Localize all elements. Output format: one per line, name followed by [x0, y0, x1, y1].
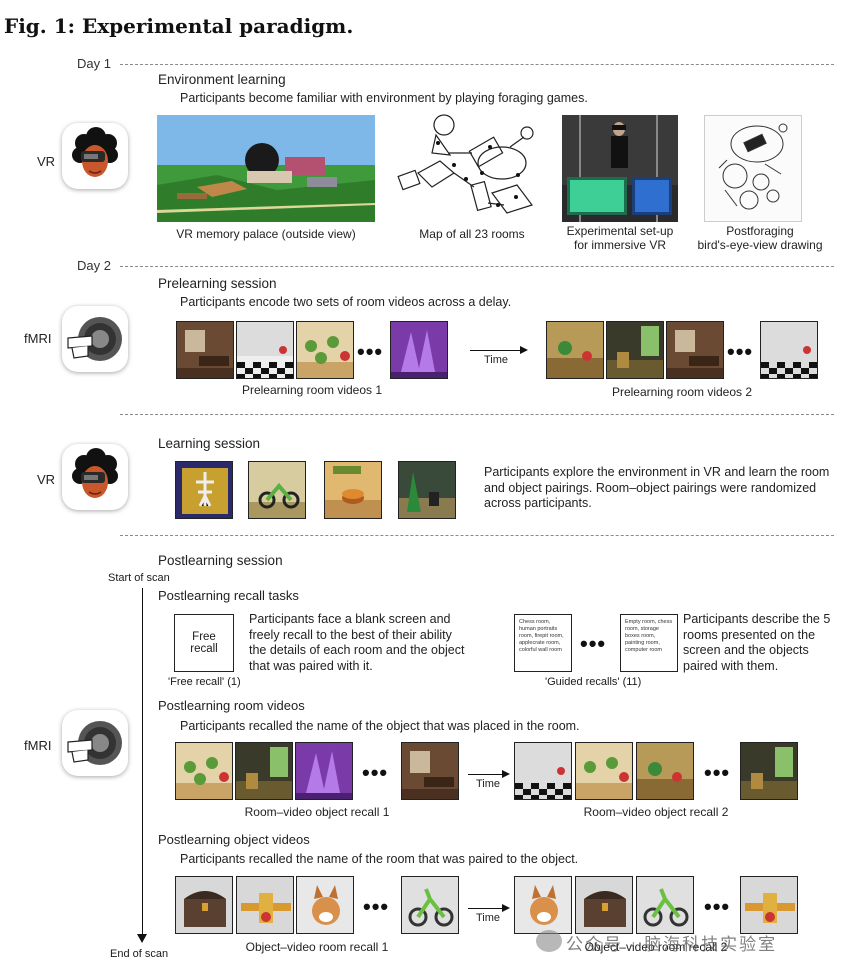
- object-thumbnail: [175, 876, 233, 934]
- prelearning-subtitle: Participants encode two sets of room vid…: [180, 295, 512, 309]
- drawing-caption-line1: Postforaging: [726, 224, 794, 238]
- vr-palace-caption: VR memory palace (outside view): [176, 227, 356, 241]
- learning-thumbnail: [398, 461, 456, 519]
- room-recall-caption-1: Room–video object recall 1: [244, 805, 390, 819]
- time-arrow: [468, 769, 510, 778]
- recall-tasks-title: Postlearning recall tasks: [158, 588, 299, 603]
- day1-side-label: VR: [37, 154, 56, 169]
- prelearning-caption-1: Prelearning room videos 1: [241, 383, 383, 397]
- day1-subtitle: Participants become familiar with enviro…: [180, 91, 588, 105]
- postlearning-divider: [120, 535, 834, 536]
- learning-thumbnail: [324, 461, 382, 519]
- ellipsis: •••: [727, 339, 754, 364]
- room-thumbnail: [514, 742, 572, 800]
- object-thumbnail: [296, 876, 354, 934]
- room-thumbnail: [235, 742, 293, 800]
- room-videos-subtitle: Participants recalled the name of the ob…: [180, 719, 580, 733]
- object-thumbnail: [636, 876, 694, 934]
- wechat-icon: [536, 930, 562, 952]
- drawing-caption-line2: bird's-eye-view drawing: [697, 238, 823, 252]
- fmri-scanner-icon: [62, 306, 128, 372]
- vr-headset-icon: [62, 123, 128, 189]
- room-thumbnail: [176, 321, 234, 379]
- room-thumbnail: [401, 742, 459, 800]
- figure-title: Fig. 1: Experimental paradigm.: [4, 14, 354, 38]
- guided-recall-sheet-1: Chess room, human portraits room, firepi…: [514, 614, 572, 672]
- ellipsis: •••: [580, 631, 607, 656]
- experimental-setup-photo: [562, 115, 678, 222]
- map-caption: Map of all 23 rooms: [419, 227, 525, 241]
- watermark-text: 公众号 · 脑海科技实验室: [566, 935, 778, 954]
- setup-caption-line1: Experimental set-up: [566, 224, 674, 238]
- ellipsis: •••: [363, 894, 390, 919]
- room-thumbnail: [606, 321, 664, 379]
- room-thumbnail: [666, 321, 724, 379]
- room-thumbnail: [760, 321, 818, 379]
- ellipsis: •••: [362, 760, 389, 785]
- room-thumbnail: [575, 742, 633, 800]
- learning-thumbnail: [248, 461, 306, 519]
- time-arrow: [468, 903, 510, 912]
- room-thumbnail: [175, 742, 233, 800]
- scan-timeline-arrowhead: [137, 934, 147, 943]
- room-thumbnail: [296, 321, 354, 379]
- time-label: Time: [476, 912, 501, 924]
- ellipsis: •••: [704, 894, 731, 919]
- object-recall-caption-2: Object–video room recall 2: [584, 940, 728, 954]
- time-label: Time: [484, 354, 509, 366]
- object-thumbnail: [514, 876, 572, 934]
- vr-memory-palace-image: [157, 115, 375, 222]
- day1-label: Day 1: [77, 56, 111, 71]
- learning-divider: [120, 414, 834, 415]
- end-of-scan-label: End of scan: [110, 948, 169, 960]
- room-thumbnail: [636, 742, 694, 800]
- day2-label: Day 2: [77, 258, 111, 273]
- room-map-diagram: [392, 113, 542, 223]
- room-thumbnail: [236, 321, 294, 379]
- learning-section-title: Learning session: [158, 436, 261, 451]
- postlearning-side-label: fMRI: [24, 738, 52, 753]
- guided-recall-description: Participants describe the 5 rooms presen…: [683, 612, 831, 673]
- ellipsis: •••: [704, 760, 731, 785]
- day1-section-title: Environment learning: [158, 72, 286, 87]
- start-of-scan-label: Start of scan: [108, 572, 170, 584]
- learning-description: Participants explore the environment in …: [484, 465, 830, 510]
- object-thumbnail: [575, 876, 633, 934]
- day2-divider: [120, 266, 834, 267]
- guided-recall-sheet-2: Empty room, chess room, storage boxes ro…: [620, 614, 678, 672]
- prelearning-section-title: Prelearning session: [158, 276, 277, 291]
- free-recall-box-line2: recall: [190, 643, 218, 655]
- object-videos-subtitle: Participants recalled the name of the ro…: [180, 852, 579, 866]
- postlearning-section-title: Postlearning session: [158, 553, 283, 568]
- free-recall-caption: 'Free recall' (1): [168, 676, 241, 688]
- object-videos-title: Postlearning object videos: [158, 832, 310, 847]
- room-recall-caption-2: Room–video object recall 2: [583, 805, 729, 819]
- room-thumbnail: [740, 742, 798, 800]
- time-arrow: [470, 345, 528, 354]
- object-recall-caption-1: Object–video room recall 1: [245, 940, 389, 954]
- free-recall-screen: Free recall: [174, 614, 234, 672]
- room-videos-title: Postlearning room videos: [158, 698, 305, 713]
- setup-caption-line2: for immersive VR: [573, 238, 666, 252]
- room-thumbnail: [295, 742, 353, 800]
- free-recall-box-line1: Free: [192, 631, 216, 643]
- birds-eye-drawing: [704, 115, 802, 222]
- ellipsis: •••: [357, 339, 384, 364]
- learning-thumbnail: [175, 461, 233, 519]
- object-thumbnail: [740, 876, 798, 934]
- object-thumbnail: [401, 876, 459, 934]
- fmri-scanner-icon: [62, 710, 128, 776]
- prelearning-side-label: fMRI: [24, 331, 52, 346]
- free-recall-description: Participants face a blank screen and fre…: [249, 612, 465, 673]
- room-thumbnail: [390, 321, 448, 379]
- room-thumbnail: [546, 321, 604, 379]
- time-label: Time: [476, 778, 501, 790]
- prelearning-caption-2: Prelearning room videos 2: [611, 385, 753, 399]
- vr-headset-icon: [62, 444, 128, 510]
- learning-side-label: VR: [37, 472, 56, 487]
- guided-recall-caption: 'Guided recalls' (11): [545, 676, 642, 688]
- object-thumbnail: [236, 876, 294, 934]
- scan-timeline-line: [142, 588, 143, 938]
- day1-divider: [120, 64, 834, 65]
